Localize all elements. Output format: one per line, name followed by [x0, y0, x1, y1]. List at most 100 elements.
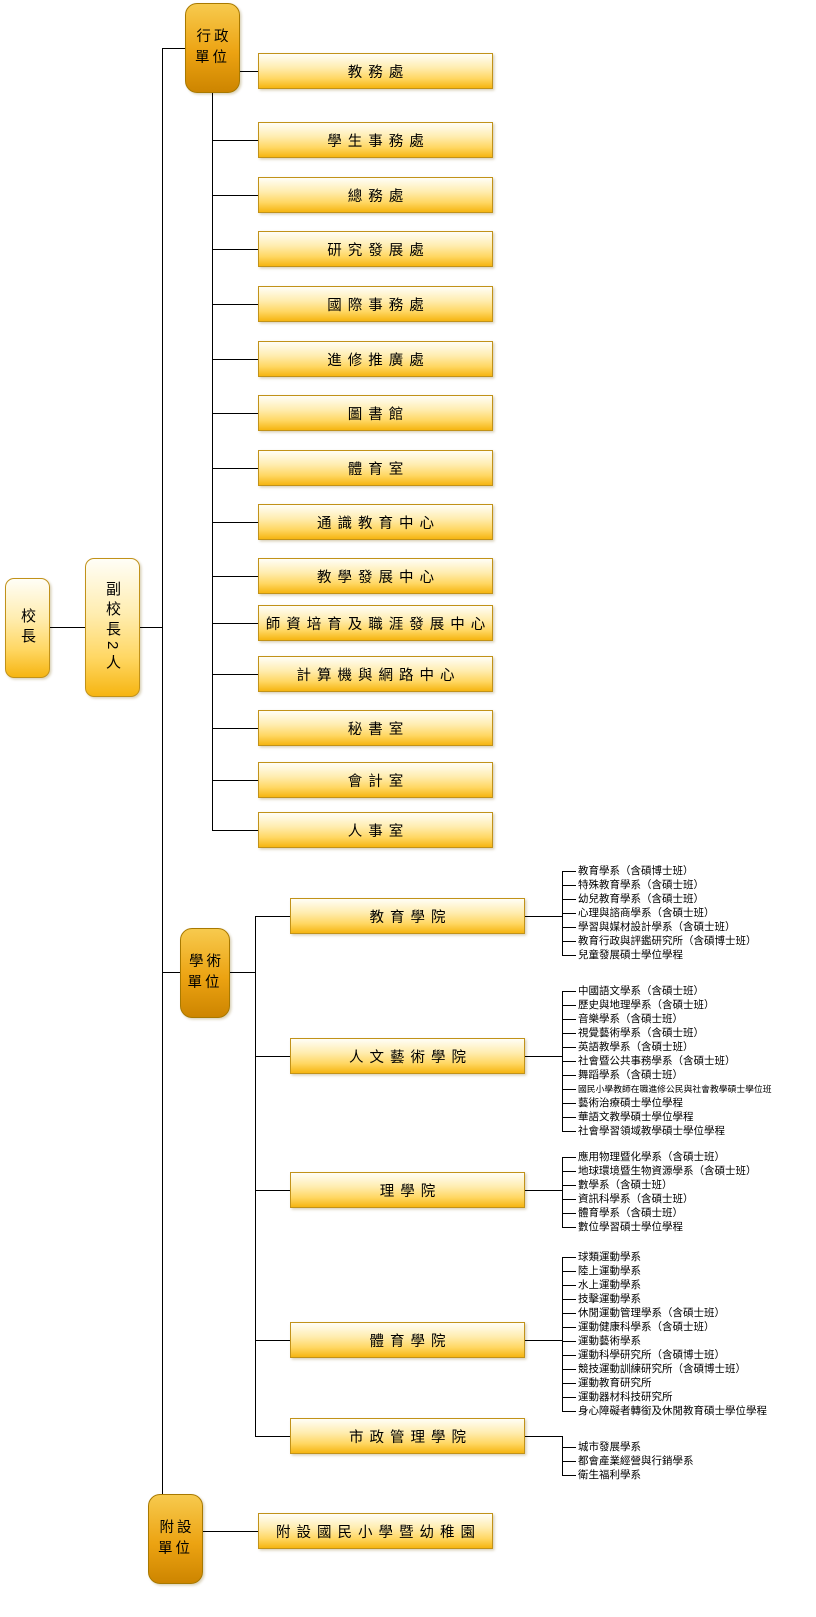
academic-spine-connector: [230, 972, 255, 973]
trunk-academic-connector: [162, 972, 180, 973]
vice-president-box: 副校長2人: [85, 558, 140, 697]
college-box: 理學院: [290, 1172, 525, 1208]
admin-group-first-branch: [240, 71, 258, 72]
admin-unit-box: 人事室: [258, 812, 493, 848]
admin-branch: [212, 304, 258, 305]
dept-tick: [562, 1447, 576, 1448]
department-item: 舞蹈學系（含碩士班）: [578, 1069, 683, 1081]
affiliated-group-box: 附設單位: [148, 1494, 203, 1584]
dept-tick: [562, 1185, 576, 1186]
dept-tick: [562, 1199, 576, 1200]
department-item: 特殊教育學系（含碩士班）: [578, 879, 704, 891]
dept-tick: [562, 1033, 576, 1034]
admin-branch: [212, 623, 258, 624]
department-item: 資訊科學系（含碩士班）: [578, 1193, 694, 1205]
department-item: 兒童發展碩士學位學程: [578, 949, 683, 961]
dept-spine: [562, 1257, 563, 1411]
dept-tick: [562, 1103, 576, 1104]
dept-tick: [562, 1019, 576, 1020]
dept-tick: [562, 955, 576, 956]
admin-branch: [212, 674, 258, 675]
department-item: 城市發展學系: [578, 1441, 641, 1453]
admin-unit-box: 教務處: [258, 53, 493, 89]
department-item: 華語文教學碩士學位學程: [578, 1111, 694, 1123]
college-branch: [255, 1056, 290, 1057]
department-item: 應用物理暨化學系（含碩士班）: [578, 1151, 725, 1163]
dept-tick: [562, 941, 576, 942]
admin-unit-box: 圖書館: [258, 395, 493, 431]
dept-spine: [562, 1436, 563, 1475]
admin-branch: [212, 576, 258, 577]
department-item: 歷史與地理學系（含碩士班）: [578, 999, 715, 1011]
dept-tick: [562, 1397, 576, 1398]
admin-group-box: 行政單位: [185, 3, 240, 93]
dept-tick: [562, 1341, 576, 1342]
admin-unit-box: 研究發展處: [258, 231, 493, 267]
dept-tick: [562, 1047, 576, 1048]
department-item: 休閒運動管理學系（含碩士班）: [578, 1307, 725, 1319]
college-box: 教育學院: [290, 898, 525, 934]
department-item: 運動器材科技研究所: [578, 1391, 673, 1403]
dept-tick: [562, 1227, 576, 1228]
dept-tick: [562, 913, 576, 914]
dept-tick: [562, 1131, 576, 1132]
department-item: 運動健康科學系（含碩士班）: [578, 1321, 715, 1333]
dept-spine: [562, 1157, 563, 1227]
dept-tick: [562, 1117, 576, 1118]
department-item: 數學系（含碩士班）: [578, 1179, 673, 1191]
department-item: 幼兒教育學系（含碩士班）: [578, 893, 704, 905]
department-item: 水上運動學系: [578, 1279, 641, 1291]
college-branch: [255, 916, 290, 917]
college-dept-connector: [525, 1340, 562, 1341]
dept-tick: [562, 1383, 576, 1384]
dept-tick: [562, 1411, 576, 1412]
college-box: 體育學院: [290, 1322, 525, 1358]
admin-branch: [212, 522, 258, 523]
dept-tick: [562, 1061, 576, 1062]
admin-branch: [212, 249, 258, 250]
department-item: 藝術治療碩士學位學程: [578, 1097, 683, 1109]
dept-tick: [562, 927, 576, 928]
department-item: 中國語文學系（含碩士班）: [578, 985, 704, 997]
admin-branch: [212, 413, 258, 414]
department-item: 學習與媒材設計學系（含碩士班）: [578, 921, 736, 933]
department-item: 國民小學教師在職進修公民與社會教學碩士學位班: [578, 1084, 772, 1094]
dept-tick: [562, 1213, 576, 1214]
college-dept-connector: [525, 1056, 562, 1057]
admin-unit-box: 體育室: [258, 450, 493, 486]
dept-tick: [562, 1257, 576, 1258]
department-item: 體育學系（含碩士班）: [578, 1207, 683, 1219]
admin-unit-box: 教學發展中心: [258, 558, 493, 594]
admin-branch: [212, 728, 258, 729]
admin-branch: [212, 830, 258, 831]
department-item: 教育行政與評鑑研究所（含碩博士班）: [578, 935, 757, 947]
college-box: 市政管理學院: [290, 1418, 525, 1454]
vp-trunk-connector: [140, 627, 162, 628]
department-item: 社會暨公共事務學系（含碩士班）: [578, 1055, 736, 1067]
admin-branch: [212, 359, 258, 360]
department-item: 運動藝術學系: [578, 1335, 641, 1347]
affiliated-branch: [203, 1531, 258, 1532]
president-vp-connector: [50, 627, 85, 628]
admin-branch: [212, 195, 258, 196]
department-item: 競技運動訓練研究所（含碩博士班）: [578, 1363, 746, 1375]
department-item: 心理與諮商學系（含碩士班）: [578, 907, 715, 919]
dept-tick: [562, 1369, 576, 1370]
dept-tick: [562, 1461, 576, 1462]
department-item: 陸上運動學系: [578, 1265, 641, 1277]
academic-group-box: 學術單位: [180, 928, 230, 1018]
college-dept-connector: [525, 1436, 562, 1437]
department-item: 地球環境暨生物資源學系（含碩士班）: [578, 1165, 757, 1177]
department-item: 運動教育研究所: [578, 1377, 652, 1389]
dept-tick: [562, 991, 576, 992]
admin-branch: [212, 140, 258, 141]
admin-unit-box: 總務處: [258, 177, 493, 213]
admin-spine: [212, 93, 213, 830]
admin-unit-box: 通識教育中心: [258, 504, 493, 540]
admin-branch: [212, 780, 258, 781]
dept-tick: [562, 1327, 576, 1328]
dept-tick: [562, 1075, 576, 1076]
trunk-line: [162, 48, 163, 1494]
dept-tick: [562, 1299, 576, 1300]
